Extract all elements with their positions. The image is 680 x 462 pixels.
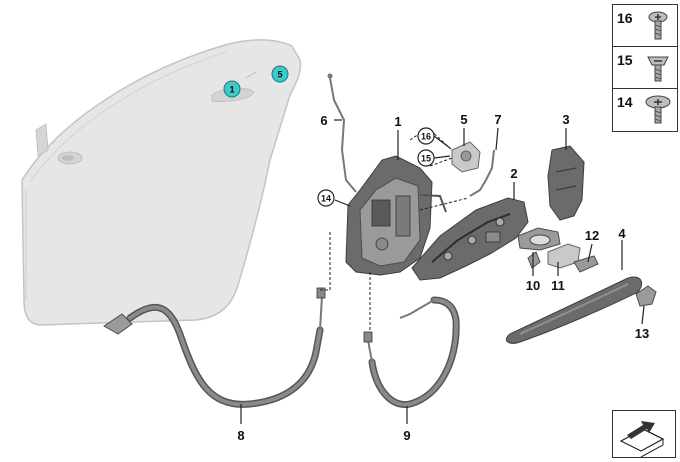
legend-row-15: 15 <box>613 47 677 89</box>
part-7-rod <box>469 149 495 197</box>
callout-14: 14 <box>321 194 331 204</box>
callout-7: 7 <box>494 112 501 127</box>
callout-1: 1 <box>394 114 401 129</box>
part-9-cable <box>363 296 460 409</box>
part-13-cap <box>635 285 657 307</box>
pan-head-screw-icon <box>645 95 671 124</box>
legend-number-15: 15 <box>617 52 633 68</box>
nav-arrow-graphic <box>619 421 665 458</box>
callout-14-circle: 14 <box>317 189 335 207</box>
callout-8: 8 <box>237 428 244 443</box>
callout-15-circle: 15 <box>417 149 435 167</box>
callout-2: 2 <box>510 166 517 181</box>
callout-15: 15 <box>421 154 431 164</box>
flat-screw-icon <box>647 56 669 82</box>
part-5-bracket <box>451 141 481 173</box>
legend-number-16: 16 <box>617 10 633 26</box>
callout-5: 5 <box>460 112 467 127</box>
part-12-cover <box>573 255 599 273</box>
part-4-handle <box>505 276 643 344</box>
callout-3: 3 <box>562 112 569 127</box>
torx-screw-icon <box>648 11 668 40</box>
door-panel <box>21 39 302 326</box>
callout-6: 6 <box>320 113 327 128</box>
door-marker-5-label: 5 <box>277 70 282 80</box>
legend-row-14: 14 <box>613 89 677 130</box>
callout-9: 9 <box>403 428 410 443</box>
door-marker-1: 1 <box>223 80 241 98</box>
part-1-lock <box>345 155 447 276</box>
leader-lines <box>240 119 645 424</box>
door-marker-5: 5 <box>271 65 289 83</box>
callout-12: 12 <box>585 228 599 243</box>
legend-number-14: 14 <box>617 94 633 110</box>
door-marker-1-label: 1 <box>229 85 234 95</box>
callout-13: 13 <box>635 326 649 341</box>
part-10-seal <box>517 227 561 251</box>
callout-11: 11 <box>551 278 565 293</box>
callout-16: 16 <box>421 132 431 142</box>
part-2-carrier <box>411 197 529 281</box>
fastener-legend: 16 15 14 <box>612 4 678 132</box>
part-6-rod <box>327 73 357 193</box>
next-page-arrow-icon[interactable] <box>612 410 676 458</box>
part-3-bracket <box>547 145 585 221</box>
part-8-cable <box>103 287 326 408</box>
legend-row-16: 16 <box>613 5 677 47</box>
callout-4: 4 <box>618 226 626 241</box>
callout-10: 10 <box>526 278 540 293</box>
callouts: 1 2 3 4 5 6 7 8 9 10 11 12 13 <box>237 112 649 443</box>
callout-16-circle: 16 <box>417 127 435 145</box>
